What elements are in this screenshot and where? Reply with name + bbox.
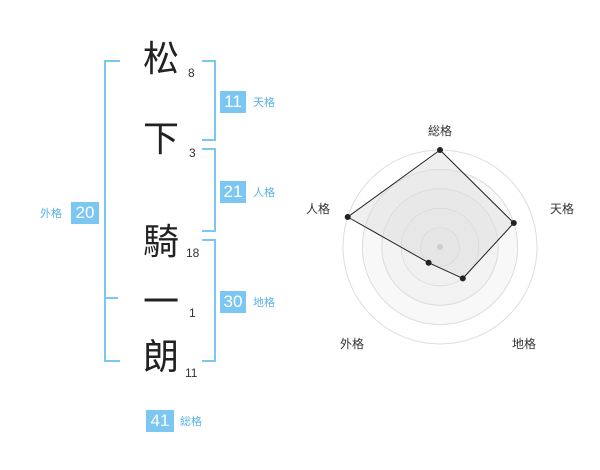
soukaku-value-badge: 41 (146, 410, 174, 432)
name-char-1: 松 (142, 39, 179, 80)
radar-ring-4 (361, 168, 519, 326)
name-char-3: 騎 (142, 222, 179, 263)
name-char-2: 下 (142, 119, 179, 160)
radar-ring-5 (342, 149, 538, 345)
stroke-count-1: 8 (188, 66, 195, 80)
radar-ring-1 (420, 227, 460, 267)
stroke-count-4: 1 (189, 306, 196, 320)
chikaku-bracket (202, 239, 216, 362)
radar-points (344, 147, 517, 282)
radar-ring-2 (400, 207, 480, 287)
gaikaku-label: 外格 (40, 207, 62, 220)
stroke-count-5: 11 (185, 366, 198, 380)
chikaku-value-badge: 30 (220, 291, 246, 313)
jinkaku-value-badge: 21 (220, 181, 246, 203)
radar-center-dot (437, 244, 443, 250)
radar-label-tenkaku: 天格 (549, 202, 574, 216)
jinkaku-bracket (202, 148, 216, 232)
radar-ring-3 (381, 188, 499, 306)
radar-point-4 (344, 214, 351, 220)
tenkaku-value-badge: 11 (220, 91, 246, 113)
name-char-5: 朗 (142, 337, 179, 378)
radar-label-jinkaku: 人格 (305, 202, 330, 216)
radar-label-gaikaku: 外格 (339, 337, 364, 351)
gaikaku-divider (104, 297, 118, 299)
radar-point-0 (437, 147, 443, 153)
soukaku-label: 総格 (180, 415, 202, 428)
stroke-count-2: 3 (189, 146, 196, 160)
radar-label-chikaku: 地格 (511, 337, 536, 351)
radar-point-1 (510, 220, 517, 226)
radar-point-3 (425, 259, 432, 266)
name-char-4: 一 (142, 282, 179, 323)
jinkaku-label: 人格 (253, 186, 275, 199)
tenkaku-label: 天格 (253, 96, 275, 109)
gaikaku-value-badge: 20 (71, 202, 99, 224)
radar-point-2 (459, 275, 466, 282)
radar-grid (342, 149, 538, 345)
chikaku-label: 地格 (253, 296, 275, 309)
radar-label-soukaku: 総格 (427, 124, 452, 138)
stroke-count-3: 18 (186, 246, 200, 260)
gaikaku-bracket (104, 60, 120, 362)
radar-area (346, 149, 515, 280)
tenkaku-bracket (202, 60, 216, 141)
